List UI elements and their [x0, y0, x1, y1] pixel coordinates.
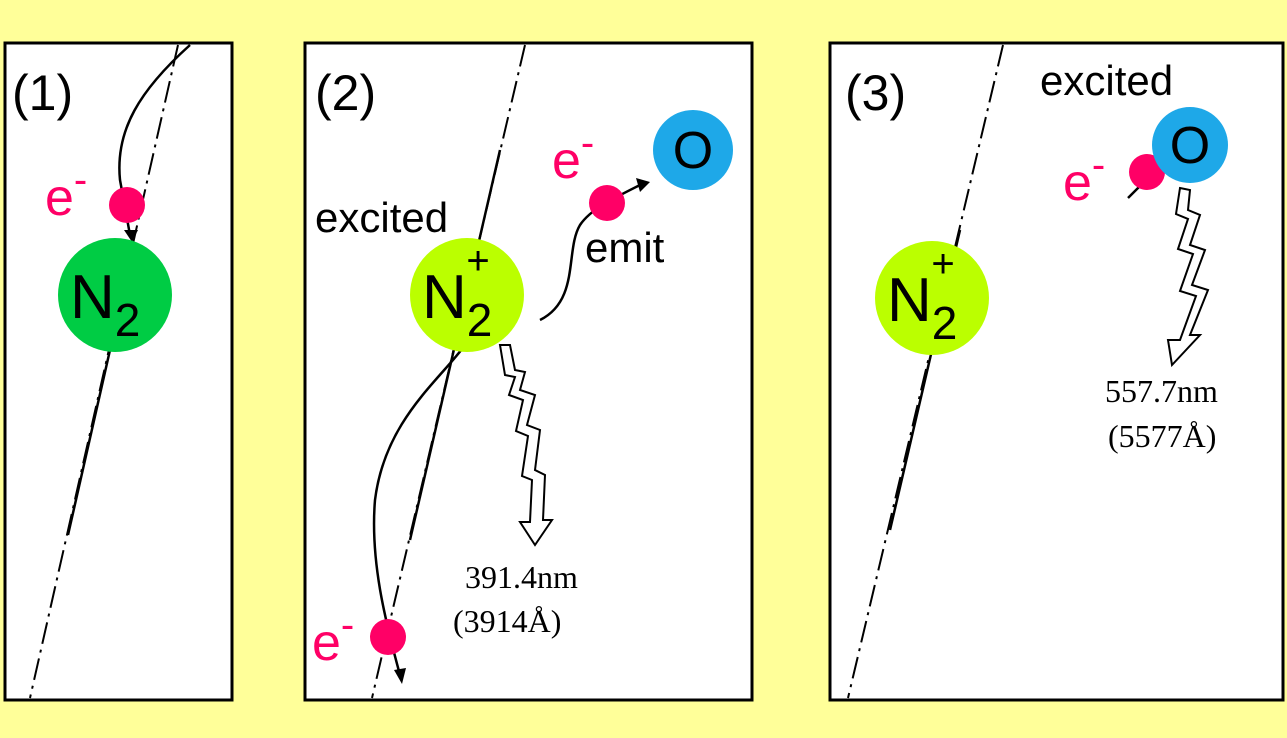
emit-label: emit	[585, 224, 665, 271]
electron-dot	[1129, 154, 1165, 190]
n2-molecule	[58, 238, 172, 352]
n2-ion-label: N2+	[422, 239, 492, 346]
electron-label: e-	[45, 158, 87, 227]
electron-dot	[370, 619, 406, 655]
field-line-solid	[66, 349, 112, 536]
panel-2: (2) excited emit e- O e- N2+ 391.4nm (39…	[303, 41, 754, 702]
n2-ion	[410, 238, 524, 352]
electron-trail	[1127, 185, 1141, 199]
arrow-head-icon	[394, 668, 406, 684]
n2-ion	[875, 241, 989, 355]
field-line	[847, 44, 1004, 699]
oxygen-atom	[1152, 107, 1228, 183]
arrow-head-icon	[124, 230, 138, 242]
panel-1-frame	[3, 41, 234, 702]
electron-label: e-	[552, 121, 594, 190]
electron-label: e-	[312, 603, 354, 672]
electron-dot	[109, 187, 145, 223]
panel-label: (1)	[12, 65, 73, 121]
oxygen-label: O	[673, 122, 713, 180]
wavelength-angstrom-label: (3914Å)	[453, 603, 561, 639]
panel-label: (2)	[315, 65, 376, 121]
excited-label: excited	[1040, 57, 1173, 104]
wavelength-label: 557.7nm	[1105, 373, 1218, 409]
arrow-head-icon	[636, 178, 650, 192]
electron-dot	[589, 185, 625, 221]
n2-label: N2	[70, 263, 140, 346]
panel-3: (3) excited e- O N2+ 557.7nm (5577Å)	[828, 41, 1285, 702]
electron-trajectory	[118, 44, 191, 236]
wavelength-angstrom-label: (5577Å)	[1108, 418, 1216, 454]
oxygen-atom	[653, 110, 733, 190]
oxygen-label: O	[1170, 117, 1210, 175]
electron-label: e-	[1063, 143, 1105, 212]
wavelength-label: 391.4nm	[465, 559, 578, 595]
panel-1: (1) e- N2	[3, 41, 234, 702]
photon-emission-icon	[498, 344, 554, 547]
n2-ion-label: N2+	[887, 242, 957, 349]
photon-emission-icon	[1166, 186, 1210, 368]
panel-label: (3)	[845, 65, 906, 121]
excited-label: excited	[315, 194, 448, 241]
